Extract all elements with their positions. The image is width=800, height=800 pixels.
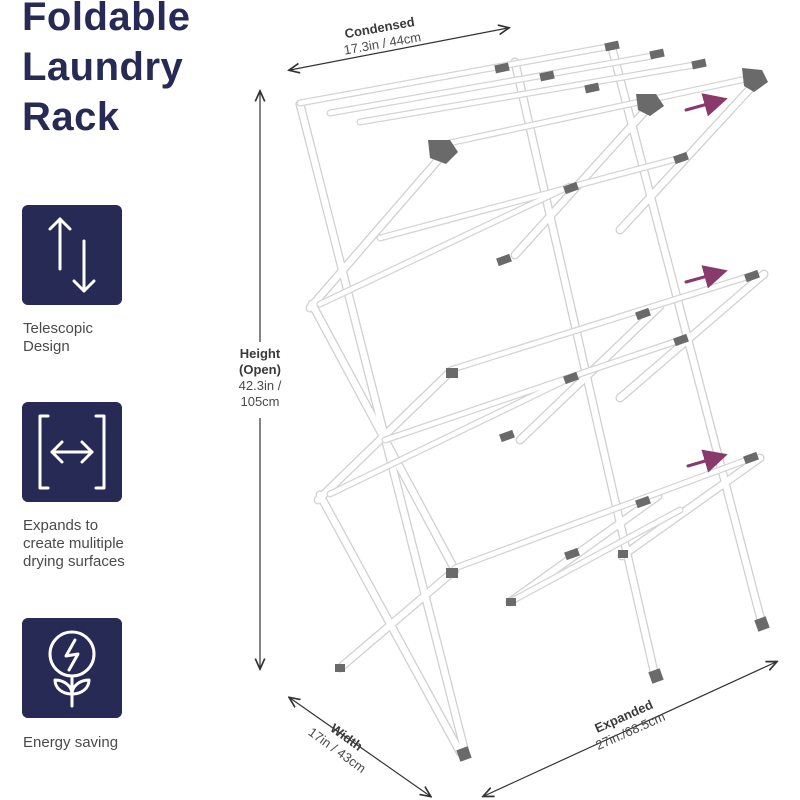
expand-feature-label: Expands to create mulitiple drying surfa… <box>23 517 125 570</box>
energy-lightbulb-plant-icon <box>48 630 96 708</box>
telescopic-feature-label: Telescopic Design <box>23 320 94 355</box>
energy-feature-tile <box>22 618 122 718</box>
rack-frame <box>295 43 769 757</box>
expand-horizontal-icon <box>38 414 106 490</box>
title-line-2: Laundry <box>22 45 184 89</box>
height-dimension-label: Height (Open) 42.3in / 105cm <box>238 346 282 409</box>
expanded-dimension-line <box>484 662 776 796</box>
title-line-3: Rack <box>22 95 120 139</box>
rack-rods <box>296 42 764 606</box>
product-title: Foldable Laundry Rack <box>22 0 190 142</box>
expansion-arrow-top <box>684 93 728 117</box>
condensed-dimension-line <box>290 28 508 70</box>
telescopic-feature-tile <box>22 205 122 305</box>
expand-feature-tile <box>22 402 122 502</box>
title-line-1: Foldable <box>22 0 191 39</box>
expansion-arrow-middle <box>684 265 728 289</box>
up-down-arrows-icon <box>48 217 96 293</box>
width-dimension-line <box>290 698 430 796</box>
expansion-arrows <box>684 93 728 473</box>
rack-connectors <box>335 40 770 762</box>
energy-feature-label: Energy saving <box>23 734 119 751</box>
expansion-arrow-bottom <box>686 449 728 473</box>
